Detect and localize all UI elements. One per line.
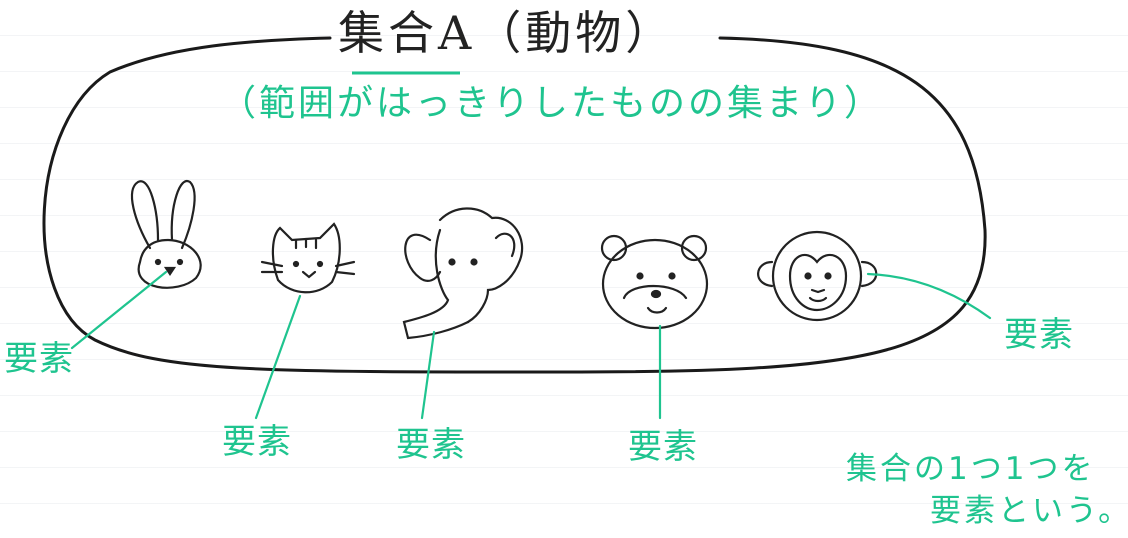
leader-line-rabbit	[70, 270, 168, 350]
elephant-icon	[402, 207, 524, 340]
element-label-elephant: 要素	[396, 425, 466, 465]
set-boundary	[42, 36, 987, 374]
element-label-monkey: 要素	[1004, 315, 1074, 355]
bear-icon	[600, 234, 709, 330]
leader-line-cat	[254, 294, 302, 420]
set-title: 集合A（動物）	[338, 6, 676, 60]
leader-line-elephant	[420, 330, 436, 420]
leader-line-monkey	[866, 272, 992, 320]
cat-icon	[260, 222, 356, 294]
element-label-bear: 要素	[628, 427, 698, 467]
element-label-cat: 要素	[222, 422, 292, 462]
note-line-2: 要素という。	[930, 493, 1128, 529]
element-label-rabbit: 要素	[4, 339, 74, 379]
rabbit-icon	[130, 179, 202, 289]
set-definition: （範囲がはっきりしたものの集まり）	[220, 83, 884, 124]
leader-lines	[70, 270, 992, 420]
monkey-icon	[757, 230, 878, 322]
note-line-1: 集合の1つ1つを	[846, 451, 1096, 487]
